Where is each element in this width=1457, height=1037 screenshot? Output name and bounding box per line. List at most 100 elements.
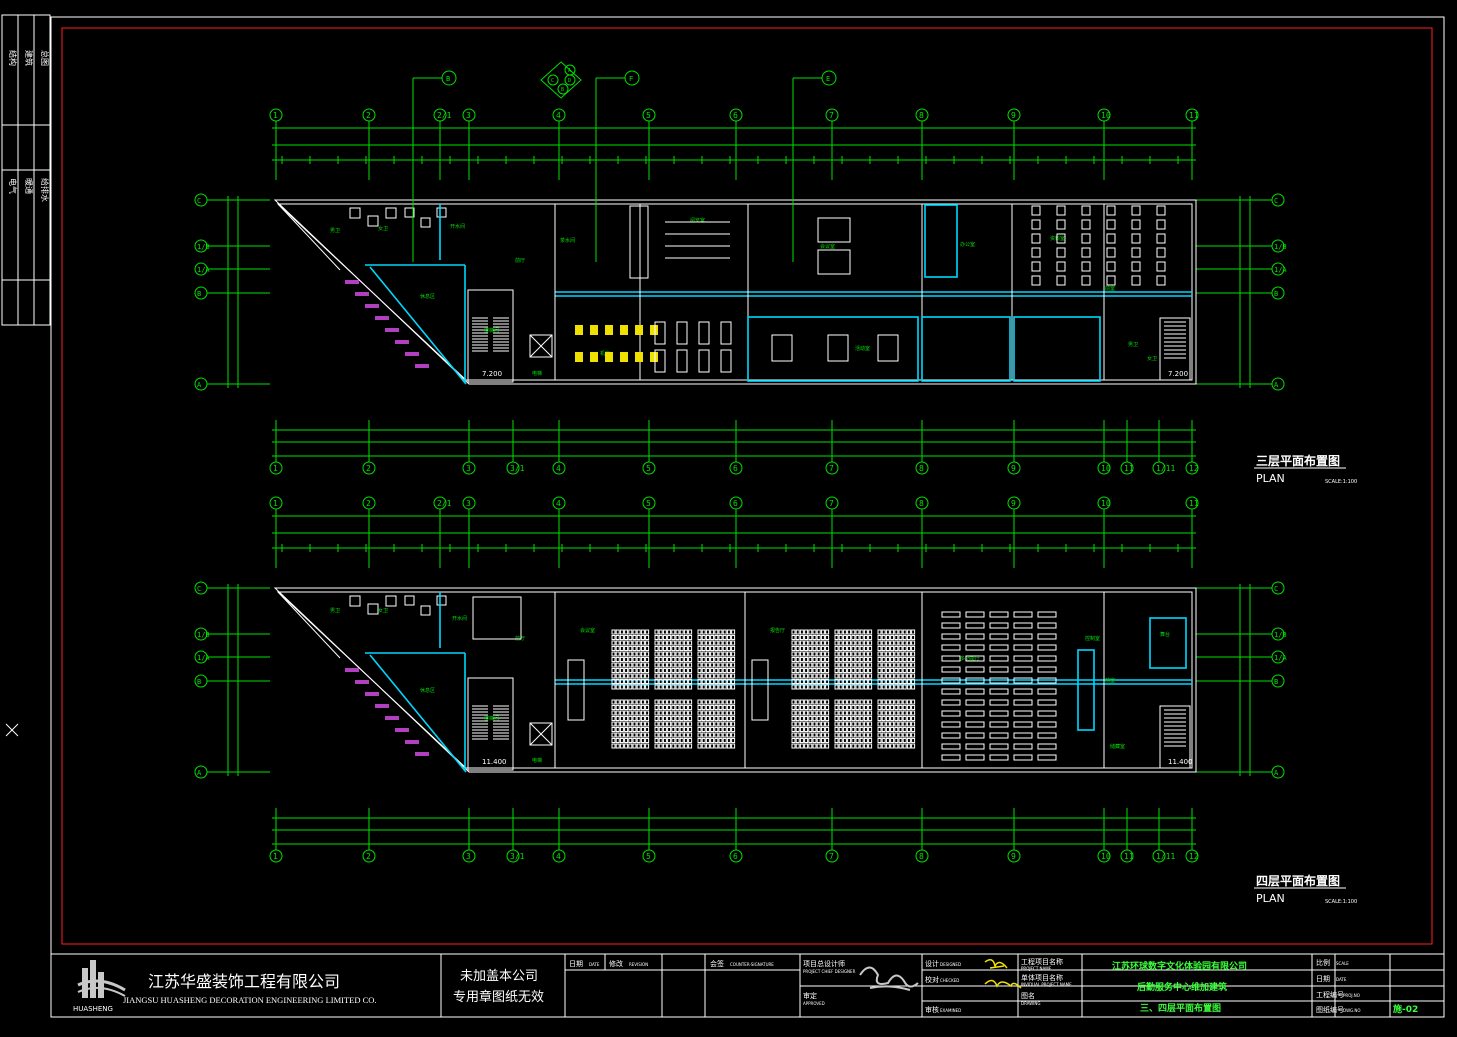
seat xyxy=(890,699,895,705)
axis-number: 1 xyxy=(273,499,278,508)
seat-row xyxy=(941,754,961,761)
seat xyxy=(855,679,860,684)
seat xyxy=(855,640,860,646)
seat xyxy=(654,699,659,705)
seat xyxy=(881,657,886,662)
scale-label: 比例 xyxy=(1316,958,1330,967)
seat xyxy=(731,684,736,690)
seat xyxy=(705,646,710,651)
plan4-title: 四层平面布置图 xyxy=(1256,873,1340,888)
seat xyxy=(662,640,667,646)
seat xyxy=(628,732,633,738)
seat xyxy=(859,662,864,668)
seat xyxy=(911,679,916,684)
review-label: 审核 xyxy=(925,1005,939,1014)
axis-number: 3/1 xyxy=(510,464,525,473)
seat xyxy=(859,640,864,646)
date-label: 日期 xyxy=(569,960,583,968)
toilet-fixture xyxy=(404,207,415,218)
seat xyxy=(710,684,715,690)
seat xyxy=(722,668,727,673)
seat xyxy=(855,716,860,721)
seat xyxy=(812,662,817,668)
seat xyxy=(705,710,710,716)
seat-row xyxy=(989,622,1009,629)
seat xyxy=(820,640,825,646)
seat xyxy=(795,651,800,657)
seat xyxy=(619,657,624,662)
room-label: 报告厅 xyxy=(770,627,785,634)
seat xyxy=(731,738,736,743)
seat xyxy=(667,727,672,732)
close-icon[interactable] xyxy=(4,722,20,738)
seat xyxy=(619,646,624,651)
seat xyxy=(820,721,825,727)
seat xyxy=(645,738,650,743)
seat xyxy=(911,721,916,727)
seat xyxy=(855,738,860,743)
toilet-fixture xyxy=(404,595,415,606)
desk xyxy=(1056,205,1066,216)
seat xyxy=(804,738,809,743)
seat-row xyxy=(1037,677,1057,684)
desk xyxy=(1131,233,1141,244)
callout-letter: D xyxy=(568,78,571,84)
seat xyxy=(902,629,907,635)
seat xyxy=(791,657,796,662)
seat xyxy=(714,673,719,679)
seat xyxy=(906,738,911,743)
seat xyxy=(847,657,852,662)
seat xyxy=(868,673,873,679)
seat xyxy=(859,732,864,738)
seat xyxy=(898,629,903,635)
svg-text:SCALE: SCALE xyxy=(1336,961,1349,966)
seat xyxy=(628,635,633,640)
seat xyxy=(902,727,907,732)
seat xyxy=(834,705,839,710)
seat xyxy=(667,743,672,749)
seat xyxy=(611,668,616,673)
seat xyxy=(890,716,895,721)
seat xyxy=(906,679,911,684)
seat xyxy=(654,679,659,684)
seat xyxy=(662,699,667,705)
seat xyxy=(859,727,864,732)
seat xyxy=(628,705,633,710)
seat xyxy=(911,684,916,690)
seat xyxy=(675,699,680,705)
seat xyxy=(855,732,860,738)
seat xyxy=(898,705,903,710)
axis-number: 4 xyxy=(556,111,561,120)
seat xyxy=(842,640,847,646)
seat xyxy=(619,668,624,673)
seat xyxy=(615,640,620,646)
seat xyxy=(726,629,731,635)
desk xyxy=(1106,219,1116,230)
seat xyxy=(701,668,706,673)
seat xyxy=(679,657,684,662)
seat xyxy=(911,738,916,743)
seat xyxy=(894,646,899,651)
seat xyxy=(902,651,907,657)
seat xyxy=(834,629,839,635)
seat xyxy=(701,673,706,679)
seat-row xyxy=(989,644,1009,651)
axis-number: 6 xyxy=(733,499,738,508)
seat xyxy=(847,668,852,673)
seat xyxy=(799,640,804,646)
seat xyxy=(890,727,895,732)
seat-row xyxy=(965,699,985,706)
callout-letter: B xyxy=(561,87,564,93)
seat-row xyxy=(1037,732,1057,739)
seat xyxy=(804,716,809,721)
seat xyxy=(679,710,684,716)
desk xyxy=(1081,261,1091,272)
seat xyxy=(842,727,847,732)
seat xyxy=(654,651,659,657)
seat xyxy=(851,684,856,690)
seat xyxy=(851,651,856,657)
axis-bubble xyxy=(462,461,476,475)
office xyxy=(921,316,1011,382)
seat xyxy=(667,738,672,743)
seat xyxy=(697,710,702,716)
